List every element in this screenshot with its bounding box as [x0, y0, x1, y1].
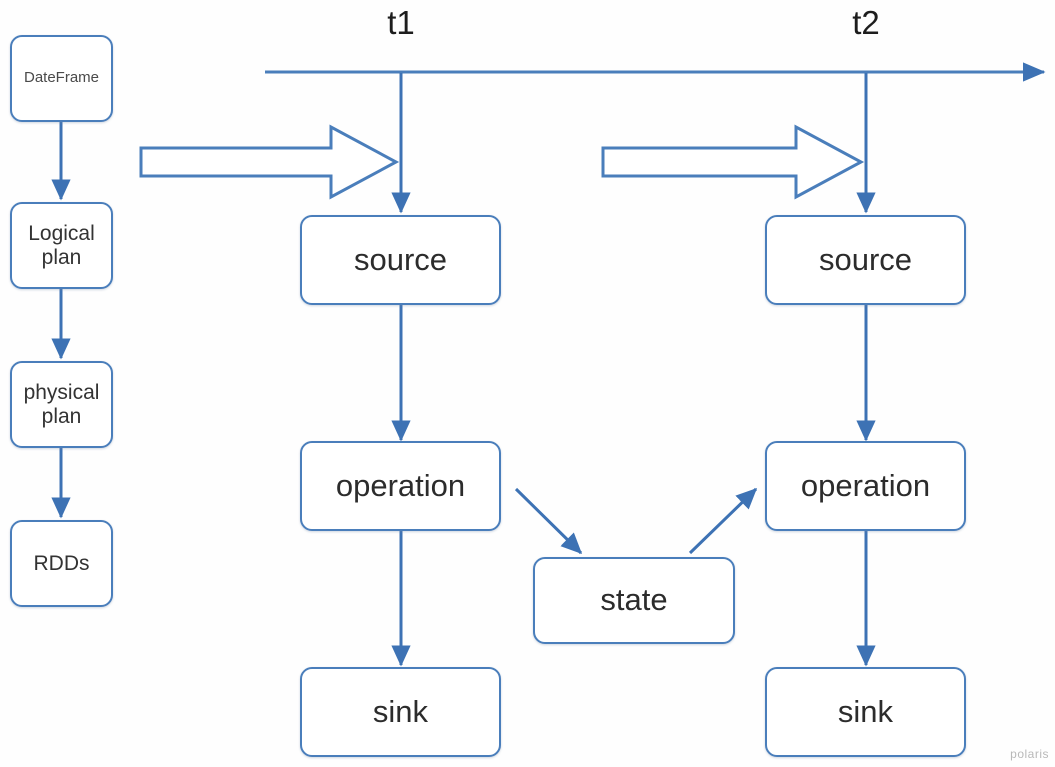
- node-source-t1-label: source: [353, 241, 448, 277]
- watermark: polaris: [1010, 747, 1049, 761]
- micro-batch-arrow-t1: [139, 124, 400, 200]
- node-logical-plan-label: Logical plan: [28, 221, 95, 269]
- axis-tick-label-t2: t2: [821, 4, 911, 42]
- node-sink-t1-label: sink: [372, 693, 429, 729]
- node-source-t2[interactable]: source: [765, 215, 966, 305]
- node-logical-plan[interactable]: Logical plan: [10, 202, 113, 289]
- tick-label-text: t2: [852, 4, 880, 41]
- node-dataframe-label: DateFrame: [23, 69, 100, 87]
- node-rdds-label: RDDs: [33, 551, 90, 575]
- node-sink-t1[interactable]: sink: [300, 667, 501, 757]
- node-rdds[interactable]: RDDs: [10, 520, 113, 607]
- node-operation-t2[interactable]: operation: [765, 441, 966, 531]
- node-physical-plan-label: physical plan: [23, 380, 100, 428]
- node-sink-t2-label: sink: [837, 693, 894, 729]
- node-source-t1[interactable]: source: [300, 215, 501, 305]
- node-dataframe[interactable]: DateFrame: [10, 35, 113, 122]
- node-operation-t1-label: operation: [335, 467, 466, 503]
- node-physical-plan[interactable]: physical plan: [10, 361, 113, 448]
- connector-operation-t1-to-state: [514, 487, 583, 555]
- axis-tick-label-t1: t1: [356, 4, 446, 42]
- node-state-label: state: [600, 582, 668, 618]
- node-operation-t1[interactable]: operation: [300, 441, 501, 531]
- tick-label-text: t1: [387, 4, 415, 41]
- node-source-t2-label: source: [818, 241, 913, 277]
- node-sink-t2[interactable]: sink: [765, 667, 966, 757]
- connector-state-to-operation-t2: [688, 487, 758, 555]
- node-operation-t2-label: operation: [800, 467, 931, 503]
- micro-batch-arrow-t2: [601, 124, 865, 200]
- node-state[interactable]: state: [533, 557, 735, 644]
